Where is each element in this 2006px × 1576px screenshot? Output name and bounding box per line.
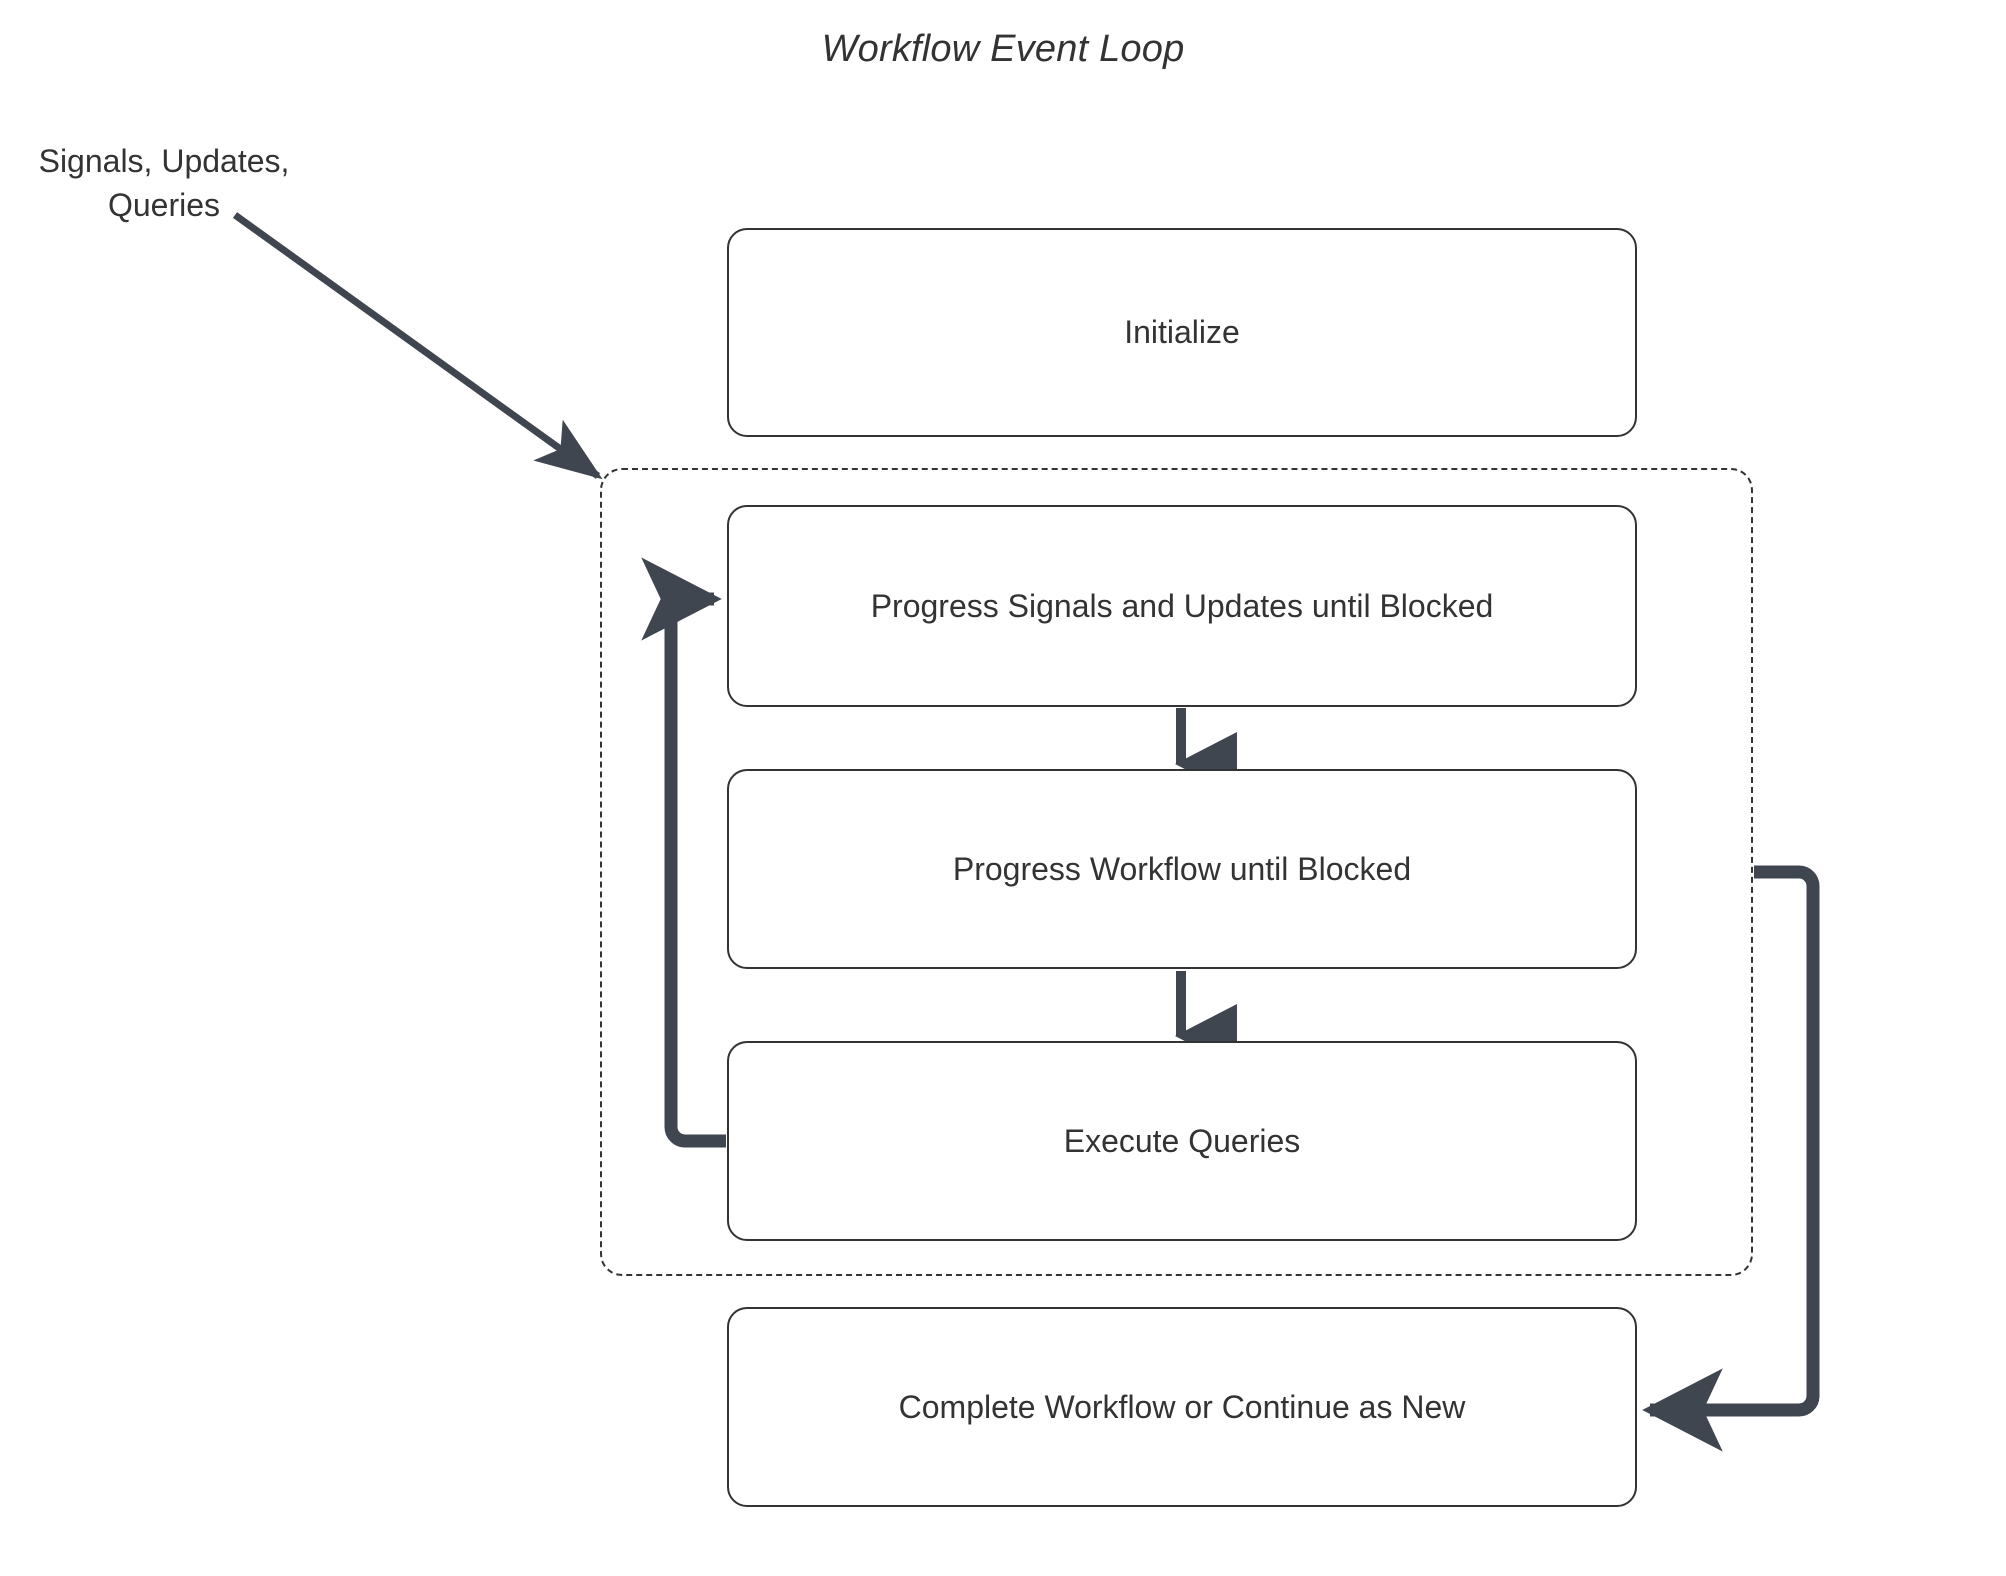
node-complete-workflow-label: Complete Workflow or Continue as New bbox=[898, 1388, 1466, 1425]
node-progress-workflow-label: Progress Workflow until Blocked bbox=[952, 850, 1412, 887]
node-complete-workflow[interactable]: Complete Workflow or Continue as New bbox=[727, 1307, 1637, 1507]
page-title: Workflow Event Loop bbox=[821, 28, 1185, 70]
edge-signals-into-loop bbox=[232, 212, 603, 480]
node-progress-signals-label: Progress Signals and Updates until Block… bbox=[870, 587, 1494, 624]
node-execute-queries[interactable]: Execute Queries bbox=[727, 1041, 1637, 1241]
node-initialize-label: Initialize bbox=[1124, 314, 1240, 351]
event-loop-group-container bbox=[600, 468, 1753, 1276]
external-input-label: Signals, Updates, Queries bbox=[38, 143, 290, 223]
node-initialize[interactable]: Initialize bbox=[727, 228, 1637, 437]
node-progress-workflow[interactable]: Progress Workflow until Blocked bbox=[727, 769, 1637, 969]
node-progress-signals-and-updates[interactable]: Progress Signals and Updates until Block… bbox=[727, 505, 1637, 707]
node-execute-queries-label: Execute Queries bbox=[1063, 1122, 1301, 1159]
